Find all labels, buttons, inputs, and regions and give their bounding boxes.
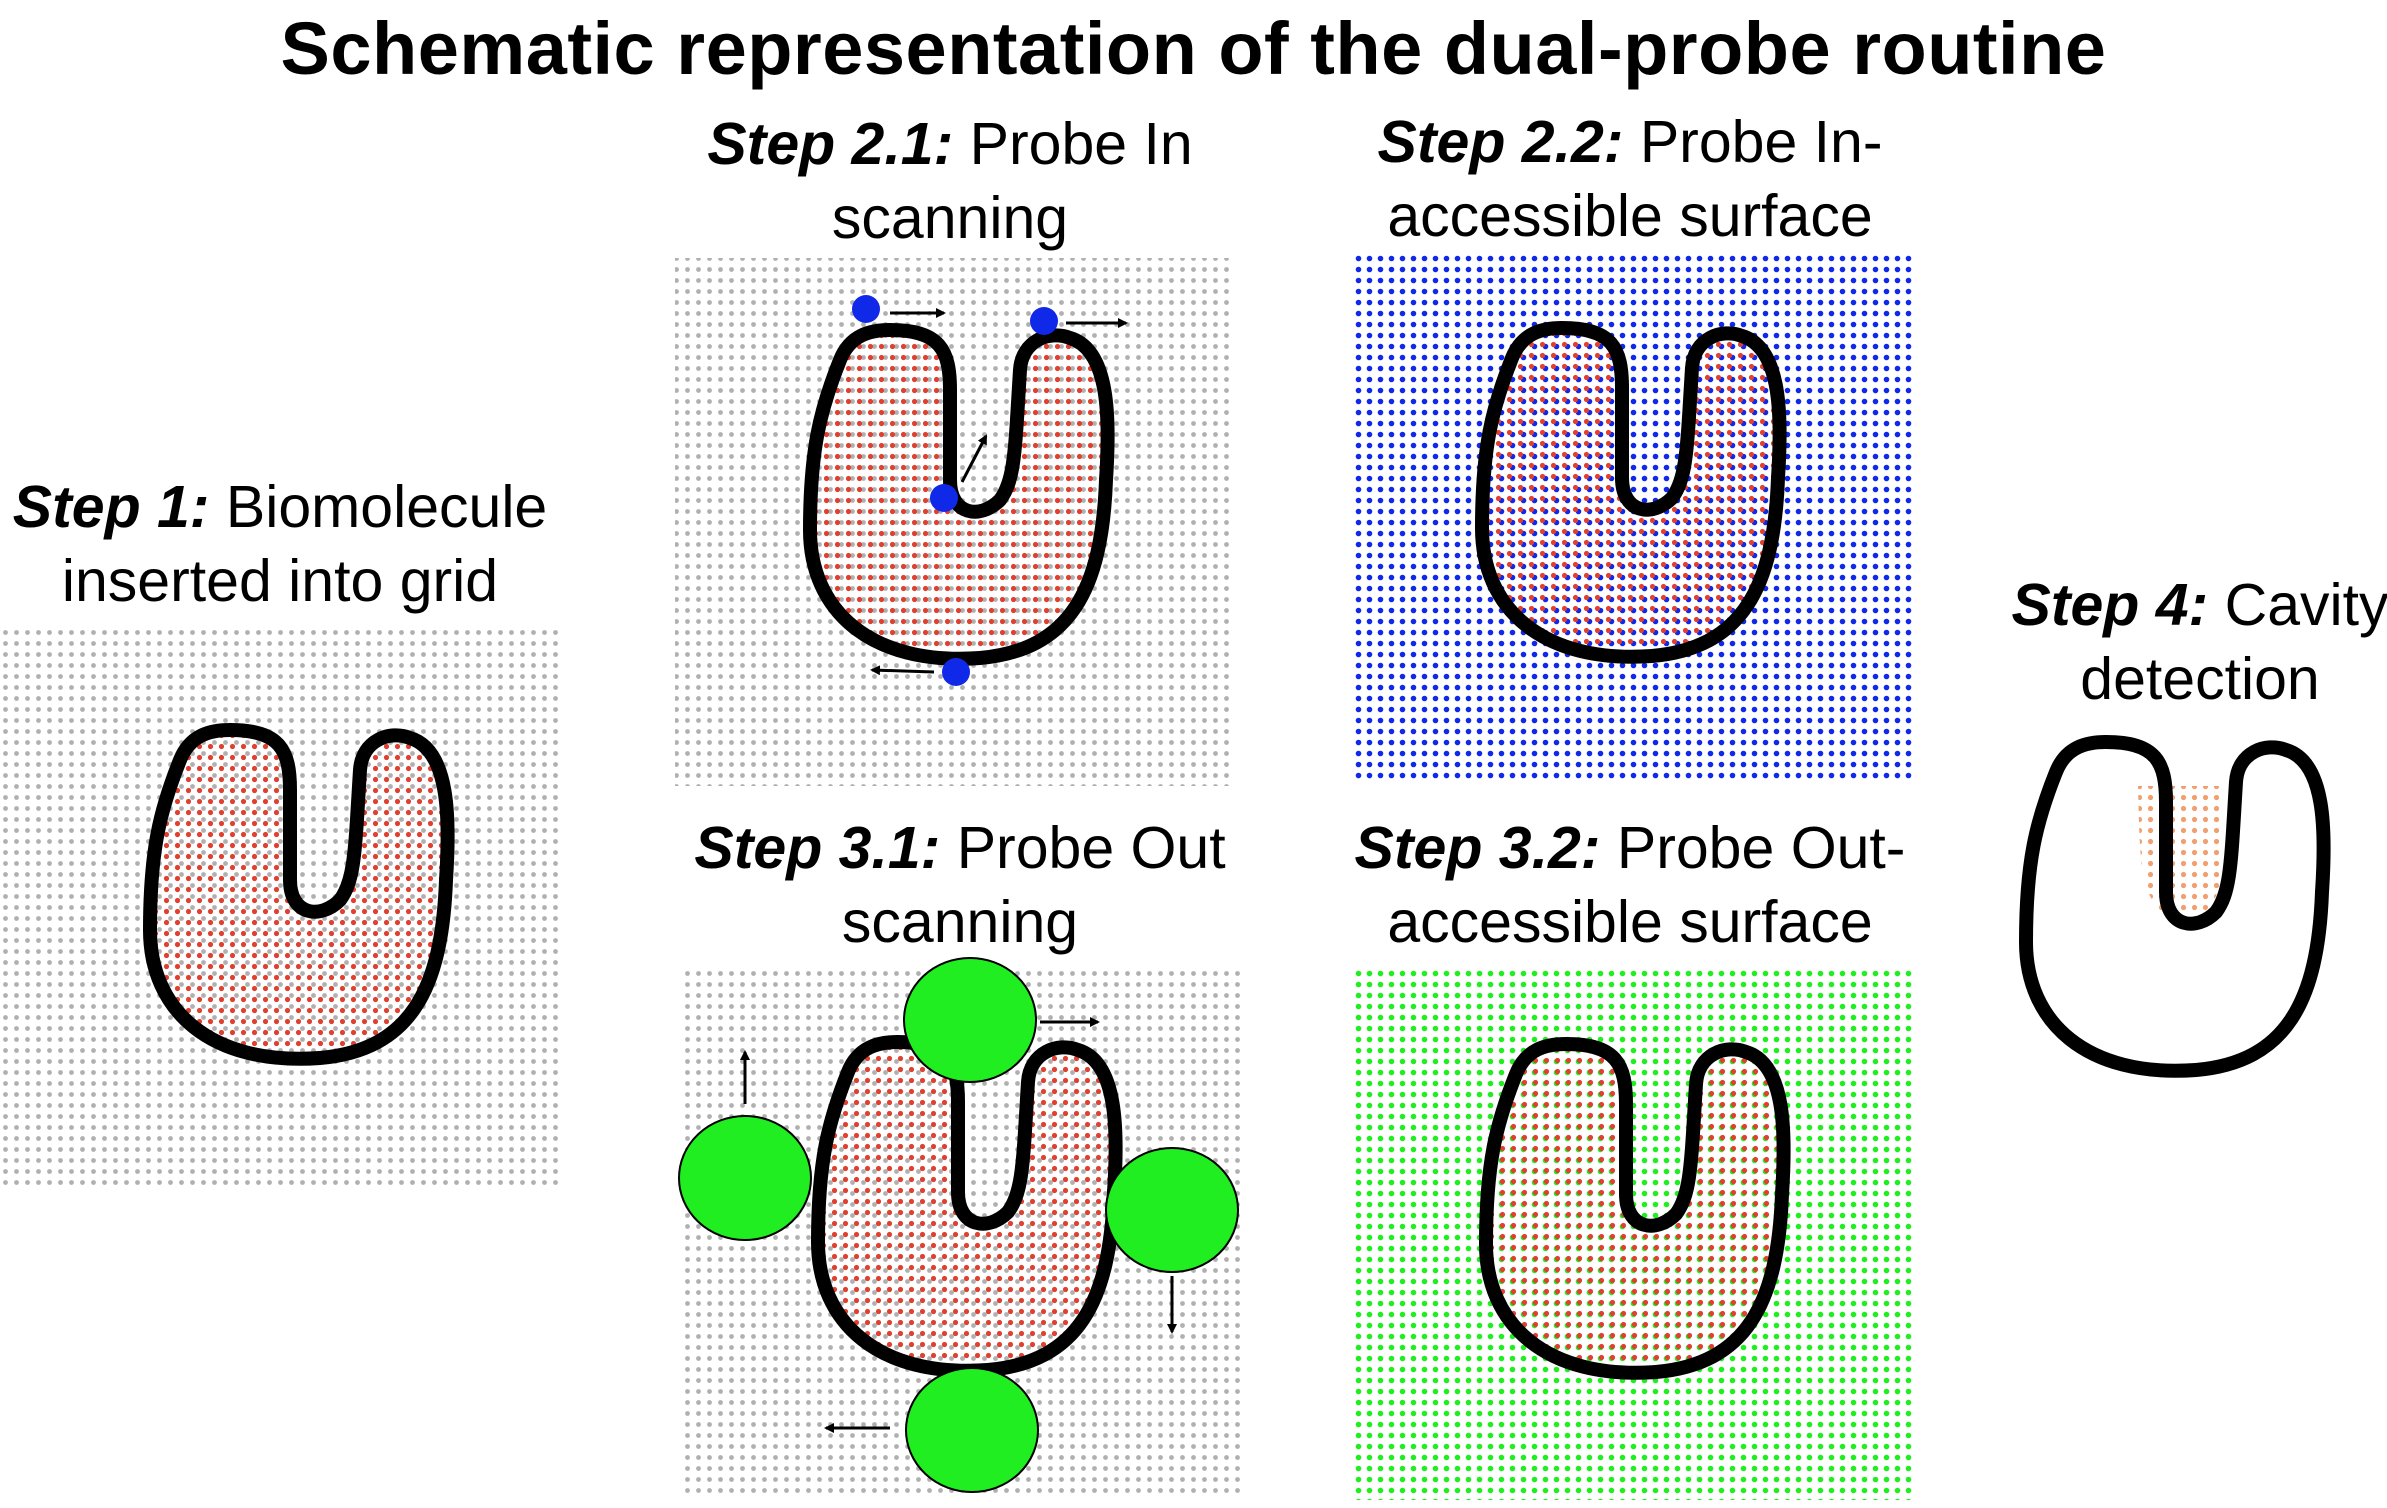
probe-out-sphere	[903, 957, 1037, 1083]
step-text-2: scanning	[831, 185, 1069, 251]
probe-in-sphere	[1030, 307, 1058, 335]
probe-out-sphere	[678, 1115, 812, 1241]
step1-panel	[2, 625, 562, 1185]
step-text: Probe Out	[940, 815, 1226, 881]
step31-panel	[678, 957, 1240, 1498]
step4-panel	[2026, 742, 2324, 1071]
step-label: Step 2.1:	[707, 111, 954, 177]
step-label: Step 4:	[2011, 572, 2209, 638]
step-label: Step 2.2:	[1377, 109, 1624, 175]
step-label: Step 3.1:	[694, 815, 941, 881]
arrow-icon	[870, 665, 935, 676]
step-text-2: scanning	[841, 889, 1079, 955]
probe-in-sphere	[852, 295, 880, 323]
step-text-2: detection	[2080, 646, 2320, 712]
diagram-title: Schematic representation of the dual-pro…	[280, 7, 2107, 90]
step-label: Step 3.2:	[1354, 815, 1601, 881]
probe-out-sphere	[1105, 1147, 1239, 1273]
caption-step22: Step 2.2: Probe In- accessible surface	[1340, 105, 1920, 253]
step-text-2: accessible surface	[1387, 889, 1873, 955]
step22-panel	[1354, 254, 1912, 782]
step-text-2: inserted into grid	[61, 548, 499, 614]
caption-step31: Step 3.1: Probe Out scanning	[660, 811, 1260, 959]
arrow-icon	[960, 434, 988, 483]
step21-panel	[675, 258, 1233, 786]
caption-step21: Step 2.1: Probe In scanning	[650, 107, 1250, 255]
caption-step4: Step 4: Cavity detection	[2000, 568, 2387, 716]
step-text: Probe In	[953, 111, 1193, 177]
probe-in-sphere	[930, 484, 958, 512]
probe-out-sphere	[905, 1367, 1039, 1493]
step-text: Biomolecule	[209, 474, 548, 540]
probe-in-sphere	[942, 658, 970, 686]
step-text: Probe Out-	[1600, 815, 1906, 881]
step-text: Cavity	[2208, 572, 2387, 638]
step32-panel	[1354, 970, 1912, 1500]
step-label: Step 1:	[12, 474, 210, 540]
caption-step1: Step 1: Biomolecule inserted into grid	[0, 470, 560, 618]
step-text-2: accessible surface	[1387, 183, 1873, 249]
step-text: Probe In-	[1623, 109, 1883, 175]
caption-step32: Step 3.2: Probe Out- accessible surface	[1340, 811, 1920, 959]
cavity-region	[2138, 786, 2222, 920]
